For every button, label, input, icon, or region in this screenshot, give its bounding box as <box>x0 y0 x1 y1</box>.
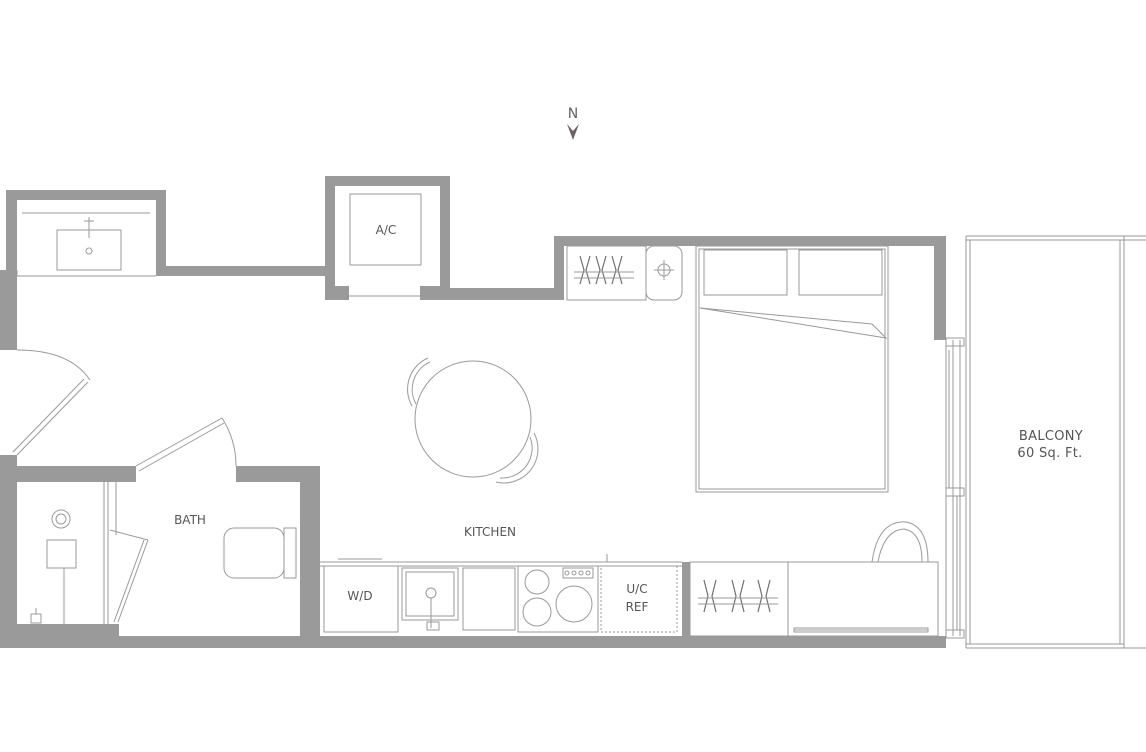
ac-label: A/C <box>376 223 397 237</box>
under-counter-fridge <box>600 565 678 633</box>
wall-vanity-right <box>156 190 166 276</box>
dining-table <box>414 360 532 478</box>
wall-top-mid <box>440 288 564 300</box>
wall-left-upper <box>6 190 17 270</box>
vanity <box>16 212 156 277</box>
balcony: BALCONY 60 Sq. Ft. <box>965 235 1146 649</box>
entry-door <box>12 349 91 456</box>
wall-top-left <box>6 190 166 200</box>
wall-top-corridor <box>156 266 328 276</box>
bath-door <box>135 417 237 472</box>
north-label: N <box>568 106 578 122</box>
bed <box>695 245 889 493</box>
fridge-label-line2: REF <box>626 600 649 614</box>
wall-ac-jamb-left <box>325 286 349 300</box>
wall-shower-curb <box>17 624 119 636</box>
washer-dryer <box>323 565 399 633</box>
pillow-left <box>703 249 788 296</box>
washer-dryer-label: W/D <box>347 589 372 603</box>
balcony-area-label: 60 Sq. Ft. <box>1017 446 1082 461</box>
cooktop <box>517 565 599 633</box>
north-arrow-icon <box>567 124 579 140</box>
wall-left-mid <box>0 270 17 350</box>
wall-bath-top-right <box>236 466 320 482</box>
ac-unit: A/C <box>349 193 422 297</box>
wall-bath-right <box>300 466 320 648</box>
wall-bottom <box>0 636 946 648</box>
pillow-right <box>798 249 883 296</box>
kitchen-sink <box>401 567 459 621</box>
wall-step <box>554 236 564 300</box>
wall-top-right <box>554 236 946 246</box>
balcony-label: BALCONY <box>1019 429 1083 444</box>
upper-cabinets <box>566 245 683 301</box>
wall-ac-top <box>325 176 450 186</box>
wall-kitchen-divider <box>682 562 690 636</box>
kitchen-counter: KITCHEN W/D U/C REF <box>320 525 682 633</box>
wall-left-lower <box>0 455 17 648</box>
walls <box>0 176 946 648</box>
north-indicator: N <box>567 106 579 140</box>
dining-set <box>407 357 539 484</box>
wall-bath-top-left <box>0 466 136 482</box>
balcony-window <box>945 337 965 639</box>
bath-label: BATH <box>174 513 206 527</box>
wall-ac-left <box>325 176 335 300</box>
wall-ac-right <box>440 176 450 300</box>
bath-fixtures: BATH <box>30 482 297 624</box>
kitchen-label: KITCHEN <box>464 525 516 539</box>
fridge-label-line1: U/C <box>626 582 647 596</box>
wall-right-upper <box>934 236 946 340</box>
dishwasher <box>462 567 516 631</box>
desk-area <box>689 521 939 637</box>
